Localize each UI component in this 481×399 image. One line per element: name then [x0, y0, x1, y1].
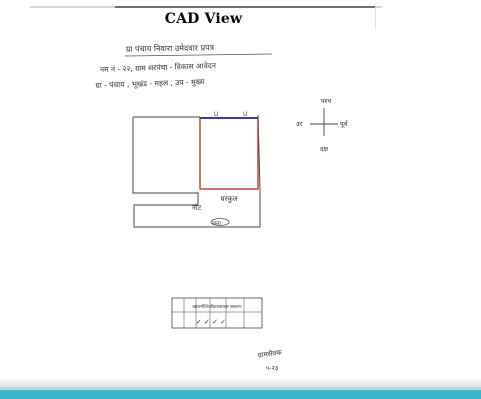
doc-line-1: ग्रा पंचाय निवारा उमेदवार प्रपत्र	[126, 42, 215, 54]
plot-label: घरकुल	[220, 195, 237, 203]
signature: ग्रामसेवक	[257, 347, 283, 359]
record-table-header: खाजगीलिजीकारसारस सवरूप	[192, 303, 242, 310]
cad-scan-viewer[interactable]: ग्रा पंचाय निवारा उमेदवार प्रपत्र नम नं …	[30, 30, 376, 380]
record-table	[171, 297, 263, 329]
plot-boundary	[132, 114, 261, 228]
compass-east: पूर्व	[340, 120, 348, 128]
compass-north: पश्च	[321, 97, 332, 105]
footer-accent-bar	[0, 390, 481, 399]
cad-sketch: ग्रा पंचाय निवारा उमेदवार प्रपत्र नम नं …	[95, 42, 348, 372]
top-rule-dark	[115, 6, 375, 8]
doc-underline	[124, 53, 273, 57]
doc-line-2: नम नं - २२, ग्राम सरपंचा - विकास आवेदन	[100, 61, 217, 74]
record-table-checks: ✓ ✓ ✓ ✓	[196, 318, 226, 326]
side-label: नोट	[192, 203, 202, 212]
footer-shadow	[0, 378, 481, 387]
road-marker	[210, 218, 230, 226]
cad-view-title: CAD View	[164, 11, 243, 27]
footer-accent-light	[0, 387, 481, 390]
doc-line-3: ग्रा - पंचाय , भूखंड - महल , उप - मुख्य	[95, 77, 205, 91]
compass-west: उर	[296, 120, 303, 128]
signature-date: ५-२३	[266, 364, 279, 372]
road-label: रस्ता	[212, 221, 222, 227]
compass-south: दक्ष	[320, 145, 328, 153]
building-outline	[199, 117, 259, 190]
building-top-labels-2: U	[243, 111, 247, 118]
building-top-labels: U	[214, 111, 218, 118]
